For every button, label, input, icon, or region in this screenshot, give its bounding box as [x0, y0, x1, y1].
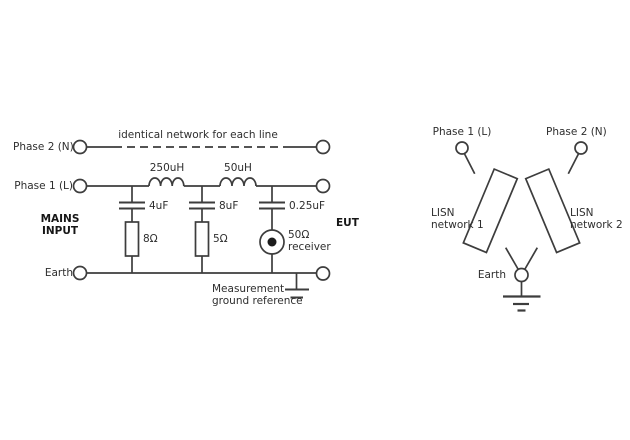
- terminal-circle: [72, 178, 88, 194]
- lisn-network1-label: LISN network 1: [431, 207, 484, 231]
- terminal-circle: [72, 265, 88, 281]
- branch-0p25uF-receiver: [259, 186, 285, 273]
- mains-input-label: MAINS INPUT: [33, 213, 87, 237]
- branch-4uF-8ohm: [119, 186, 145, 273]
- terminal-circle: [315, 139, 331, 155]
- resistor-8ohm-label: 8Ω: [143, 233, 158, 245]
- terminal-circle: [315, 178, 331, 194]
- resistor-5ohm-label: 5Ω: [213, 233, 228, 245]
- mains-line2: INPUT: [41, 225, 79, 237]
- capacitor-0p25uF-label: 0.25uF: [289, 200, 326, 212]
- lisn1-line1: LISN: [431, 207, 455, 219]
- measurement-line1: Measurement: [212, 283, 285, 295]
- receiver-dot: [267, 237, 277, 247]
- receiver-line2: receiver: [288, 241, 331, 253]
- phase2-label: Phase 2 (N): [13, 141, 74, 153]
- capacitor-8uF-label: 8uF: [219, 200, 239, 212]
- phase1-wire: [72, 177, 331, 194]
- lisn-overview: [455, 141, 588, 312]
- eut-label: EUT: [336, 217, 359, 229]
- terminal-circle: [72, 139, 88, 155]
- lisn2-line2: network 2: [570, 219, 623, 231]
- inductor-50uH-label: 50uH: [224, 162, 252, 174]
- earth-left-label: Earth: [44, 267, 73, 279]
- phase1-right-label: Phase 1 (L): [432, 126, 492, 138]
- lisn-network2-box: [524, 167, 581, 254]
- earth-right-label: Earth: [477, 269, 506, 281]
- ground-symbol-right: [503, 281, 541, 312]
- earth-terminal: [514, 267, 529, 283]
- lisn1-line2: network 1: [431, 219, 484, 231]
- resistor-8ohm: [124, 221, 140, 257]
- ground-symbol-left: [285, 273, 309, 299]
- resistor-5ohm: [194, 221, 210, 257]
- phase2-wire: [72, 139, 331, 155]
- receiver-line1: 50Ω: [288, 229, 310, 241]
- measurement-line2: ground reference: [212, 295, 303, 307]
- capacitor-8uF: [189, 201, 215, 210]
- capacitor-4uF-label: 4uF: [149, 200, 169, 212]
- inductor-250uH: [148, 177, 185, 187]
- capacitor-0p25uF: [259, 201, 285, 210]
- terminal-circle: [455, 141, 469, 155]
- lisn-network2-label: LISN network 2: [570, 207, 623, 231]
- measurement-ground-label: Measurement ground reference: [212, 283, 303, 307]
- phase2-right-label: Phase 2 (N): [546, 126, 607, 138]
- phase1-label: Phase 1 (L): [14, 180, 73, 192]
- identical-network-note: identical network for each line: [118, 129, 278, 141]
- terminal-circle: [315, 266, 331, 281]
- capacitor-4uF: [119, 201, 145, 210]
- mains-line1: MAINS: [40, 213, 80, 225]
- lisn-network1-box: [462, 167, 519, 254]
- branch-8uF-5ohm: [189, 186, 215, 273]
- lisn2-line1: LISN: [570, 207, 594, 219]
- inductor-50uH: [219, 177, 257, 187]
- receiver-label: 50Ω receiver: [288, 229, 331, 253]
- inductor-250uH-label: 250uH: [149, 162, 185, 174]
- terminal-circle: [574, 141, 588, 155]
- earth-wire: [72, 265, 331, 281]
